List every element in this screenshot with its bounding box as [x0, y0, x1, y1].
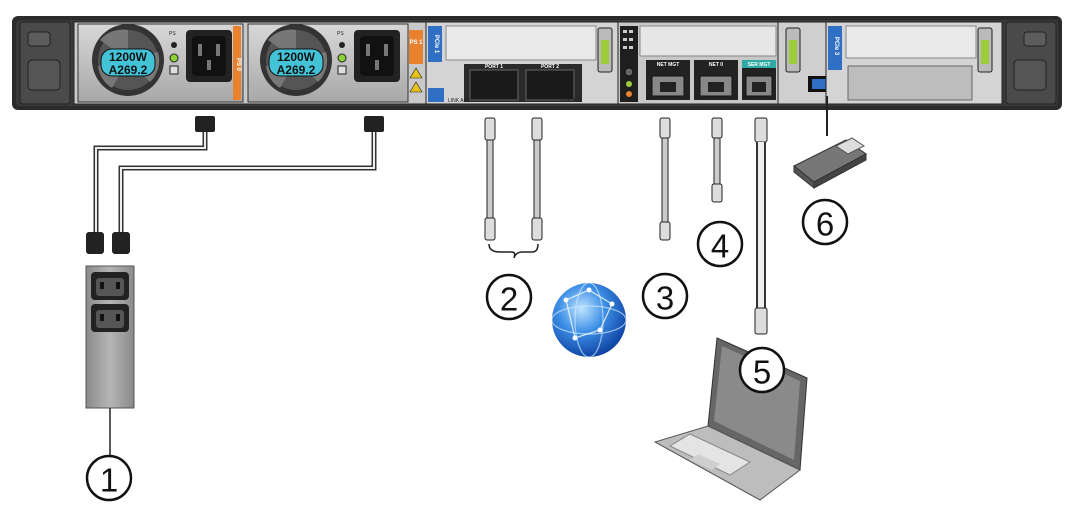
psu-label: PS — [169, 31, 176, 37]
ps1-indicator-strip: PS 1 — [409, 30, 423, 93]
callout-number: 5 — [753, 354, 771, 391]
left-rack-ear — [19, 21, 71, 105]
qsfp-cable — [484, 117, 543, 259]
ser-mgt-label: SER MGT — [748, 62, 771, 68]
pcie-label: PCIe 3 — [833, 37, 839, 56]
callout-6: 6 — [801, 198, 849, 246]
ethernet-cable-net-mgt — [659, 117, 671, 241]
psu-label: PS — [337, 31, 344, 37]
psu-model: A269.2 — [109, 63, 148, 77]
link-act-label: LINK ACT — [560, 98, 582, 104]
net-mgt-port: NET MGT — [646, 60, 690, 100]
callout-number: 6 — [816, 206, 834, 243]
power-supply-0: 1200W A269.2 PS PS 0 — [77, 23, 244, 103]
sp-module: NET MGT NET 0 SER MGT — [617, 21, 779, 105]
laptop-icon — [653, 337, 808, 501]
psu-rating-label: 1200W A269.2 — [100, 48, 156, 77]
callout-1: 1 — [85, 454, 133, 502]
net-mgt-label: NET MGT — [657, 62, 680, 68]
power-cord-cable — [95, 126, 375, 238]
power-supply-1: 1200W A269.2 PS — [247, 23, 409, 103]
usb-drive-icon — [793, 137, 867, 190]
psu-wattage: 1200W — [109, 50, 148, 64]
port1-label: PORT 1 — [485, 64, 503, 70]
warning-icon — [409, 81, 423, 93]
net0-label: NET 0 — [709, 62, 723, 68]
callout-2: 2 — [485, 273, 533, 321]
psu-rating-label: 1200W A269.2 — [268, 48, 324, 77]
callout-3: 3 — [641, 272, 689, 320]
callout-number: 1 — [100, 462, 118, 499]
callout-number: 3 — [656, 280, 674, 317]
pcie-slot-3: PCIe 3 — [825, 21, 1003, 105]
pcie-slot-1: PCIe 1 PORT 1 PORT 2 LINK ACT LINK ACT — [425, 21, 619, 105]
psu-wattage: 1200W — [277, 50, 316, 64]
psu-side-label: PS 0 — [235, 58, 241, 72]
psu-model: A269.2 — [277, 63, 316, 77]
power-strip-icon — [85, 265, 135, 409]
right-rack-ear — [1005, 21, 1057, 105]
qsfp-port-block: PORT 1 PORT 2 — [464, 64, 582, 102]
ethernet-cable-net0 — [711, 117, 723, 203]
link-act-label: LINK ACT — [448, 98, 470, 104]
callout-number: 2 — [500, 281, 518, 318]
net0-port: NET 0 — [694, 60, 738, 100]
serial-cable — [754, 117, 768, 335]
network-globe-icon — [551, 282, 627, 358]
port2-label: PORT 2 — [541, 64, 559, 70]
callout-4: 4 — [696, 220, 744, 268]
ser-mgt-port: SER MGT — [742, 60, 776, 100]
ac-inlet-0 — [186, 30, 232, 82]
iec-plug-icon — [86, 116, 384, 254]
callout-5: 5 — [738, 346, 786, 394]
warning-icon — [409, 67, 423, 79]
ps1-label: PS 1 — [409, 40, 423, 46]
power-cord-cable — [93, 126, 377, 238]
callout-number: 4 — [711, 228, 729, 265]
pcie-label: PCIe 1 — [433, 35, 439, 54]
ac-inlet-1 — [354, 30, 400, 82]
